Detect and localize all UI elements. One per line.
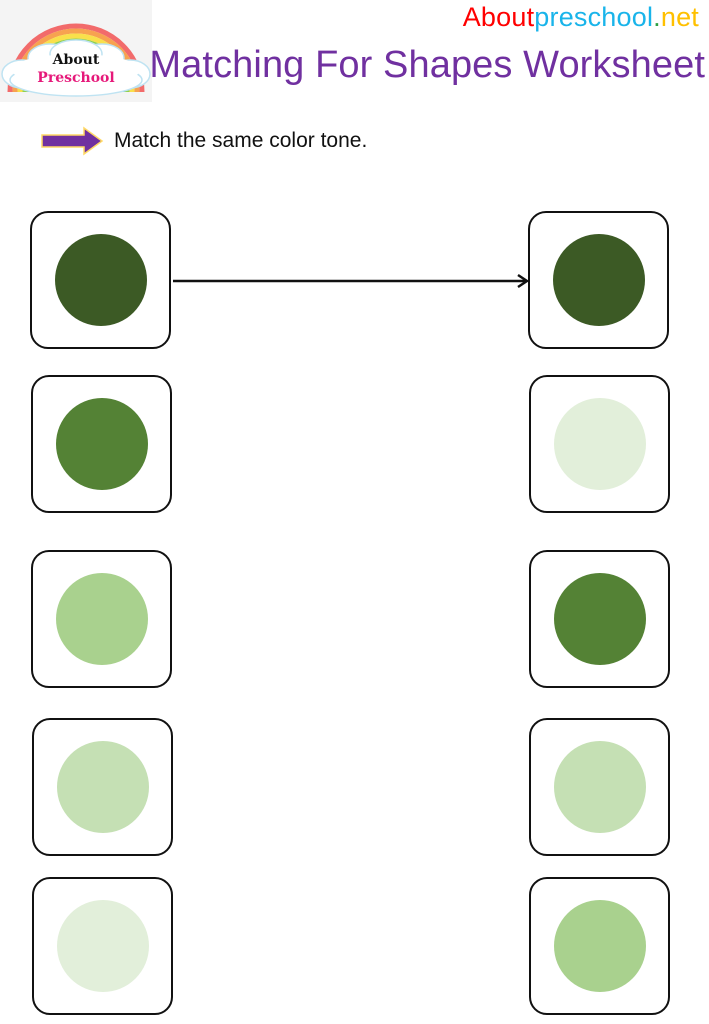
- circle-shape-darkest-green: [54, 234, 147, 326]
- circle-shape-light-green: [56, 741, 149, 833]
- left-shape-box-4[interactable]: [32, 718, 173, 856]
- example-connector-arrow: [173, 273, 530, 289]
- site-name-part-about: About: [462, 2, 535, 32]
- instruction-text: Match the same color tone.: [114, 129, 368, 152]
- left-shape-box-3[interactable]: [31, 550, 172, 688]
- logo-text-about: About: [52, 52, 100, 68]
- site-name-dot: .: [653, 2, 661, 32]
- site-name-part-preschool: preschool: [534, 2, 654, 32]
- left-shape-box-2[interactable]: [31, 375, 172, 513]
- circle-shape-medium-green: [55, 573, 148, 665]
- circle-shape-lightest-green: [553, 398, 646, 490]
- site-name-part-net: net: [660, 2, 699, 32]
- left-shape-box-1[interactable]: [30, 211, 171, 349]
- right-shape-box-2[interactable]: [529, 375, 670, 513]
- site-name: Aboutpreschool.net: [463, 2, 699, 33]
- about-preschool-logo: About Preschool: [0, 0, 152, 102]
- right-shape-box-4[interactable]: [529, 718, 670, 856]
- worksheet-title: Matching For Shapes Worksheet: [149, 44, 705, 86]
- circle-shape-medium-green: [553, 900, 646, 992]
- circle-shape-lightest-green: [56, 900, 149, 992]
- logo-text-preschool: Preschool: [37, 70, 115, 86]
- circle-shape-dark-green: [55, 398, 148, 490]
- right-shape-box-5[interactable]: [529, 877, 670, 1015]
- right-arrow-icon: [41, 126, 104, 156]
- rainbow-icon: [1, 23, 151, 97]
- circle-shape-darkest-green: [552, 234, 645, 326]
- circle-shape-dark-green: [553, 573, 646, 665]
- instruction: Match the same color tone.: [40, 124, 367, 158]
- circle-shape-light-green: [553, 741, 646, 833]
- right-shape-box-3[interactable]: [529, 550, 670, 688]
- right-shape-box-1[interactable]: [528, 211, 669, 349]
- left-shape-box-5[interactable]: [32, 877, 173, 1015]
